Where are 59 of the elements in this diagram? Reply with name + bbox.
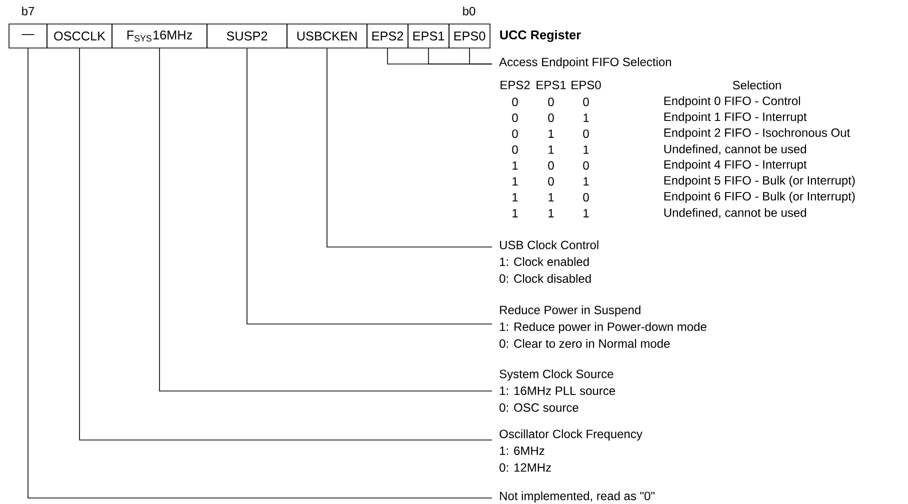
table-cell: Endpoint 2 FIFO - Isochronous Out: [664, 128, 850, 140]
leader-line: [326, 48, 492, 248]
table-cell: 1: [512, 161, 518, 170]
table-cell: Endpoint 5 FIFO - Bulk (or Interrupt): [664, 176, 855, 187]
field-description: Access Endpoint FIFO Selection: [499, 57, 672, 69]
table-cell: Endpoint 1 FIFO - Interrupt: [664, 112, 807, 124]
table-cell: 0: [512, 145, 518, 154]
register-cell: —: [8, 24, 48, 48]
table-cell: 1: [584, 114, 589, 122]
table-cell: 0: [512, 129, 518, 138]
table-cell: 1: [584, 145, 589, 154]
register-cell: OSCCLK: [46, 24, 112, 48]
table-cell: Endpoint 4 FIFO - Interrupt: [664, 160, 807, 172]
register-cell: USBCKEN: [286, 24, 368, 48]
table-cell: Undefined, cannot be used: [664, 144, 806, 155]
leader-line: [79, 48, 492, 440]
table-cell: 0: [583, 161, 589, 170]
table-cell: EPS1: [536, 80, 566, 90]
table-cell: EPS2: [500, 80, 530, 90]
field-description: Reduce Power in Suspend 1: Reduce power in Power-down mode 0: Clear to zero in Normal mode: [500, 305, 706, 348]
table-cell: 1: [584, 209, 589, 218]
leader-line: [246, 48, 492, 324]
table-cell: 0: [583, 98, 589, 106]
field-description: System Clock Source 1: 16MHz PLL source 0: OSC source: [500, 369, 616, 412]
table-cell: 0: [548, 177, 554, 186]
table-cell: 0: [548, 114, 554, 122]
table-cell: 0: [583, 193, 589, 202]
field-description: Oscillator Clock Frequency 1: 6MHz 0: 12MHz: [500, 429, 642, 472]
table-cell: 0: [512, 114, 518, 122]
table-cell: 0: [548, 161, 554, 170]
table-cell: 0: [583, 129, 589, 138]
register-cell: F$_{SYS}$16MHz: [112, 24, 208, 48]
table-cell: 1: [548, 145, 554, 154]
table-cell: 0: [512, 98, 518, 106]
leader-line: [159, 48, 492, 392]
table-cell: 1: [548, 209, 554, 218]
table-cell: 1: [548, 193, 554, 202]
table-cell: Endpoint 6 FIFO - Bulk (or Interrupt): [664, 192, 855, 203]
table-cell: 1: [584, 177, 589, 186]
register-title: UCC Register: [500, 30, 581, 42]
field-description: USB Clock Control 1: Clock enabled 0: Clock disabled: [500, 240, 598, 283]
register-cell: EPS2: [366, 24, 408, 48]
table-cell: Undefined, cannot be used: [664, 208, 806, 218]
table-cell: 1: [548, 130, 554, 138]
leader-line: [28, 48, 492, 498]
table-cell: 1: [512, 177, 518, 186]
bit-label: b0: [463, 6, 476, 16]
table-cell: 0: [548, 98, 554, 106]
table-cell: EPS0: [572, 80, 601, 90]
register-cell: SUSP2: [206, 24, 288, 48]
table-cell: Selection: [732, 80, 781, 90]
table-cell: Endpoint 0 FIFO - Control: [664, 96, 800, 108]
register-cell: EPS1: [408, 24, 450, 48]
leader-line: [469, 48, 492, 64]
bit-label: b7: [22, 6, 34, 16]
register-cell: EPS0: [448, 24, 490, 48]
table-cell: 1: [512, 209, 518, 218]
field-description: Not implemented, read as "0": [500, 491, 654, 503]
table-cell: 1: [512, 193, 518, 202]
